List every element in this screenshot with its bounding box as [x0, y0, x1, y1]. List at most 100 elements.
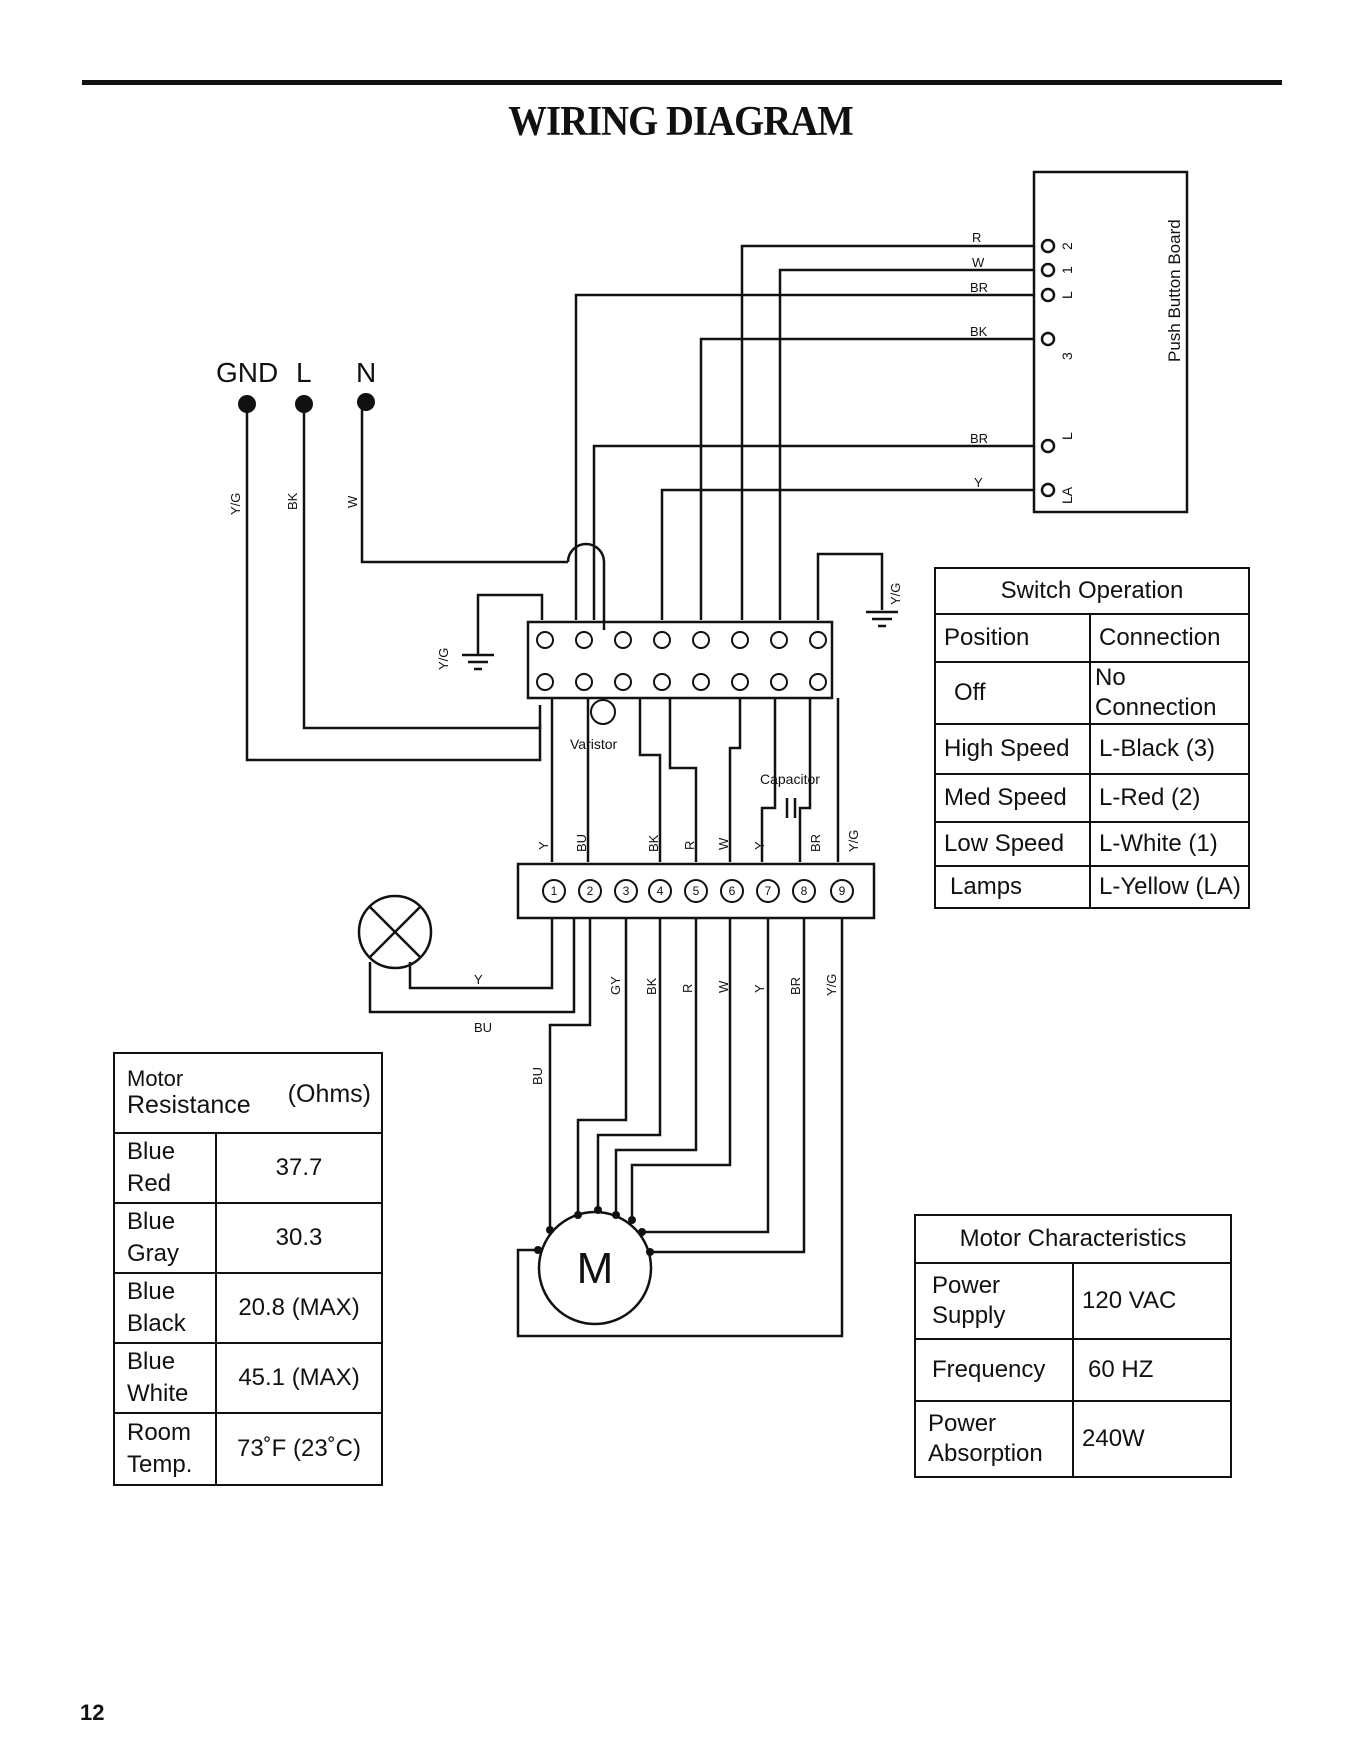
wire-r	[740, 244, 1034, 620]
label-yg-1: Y/G	[228, 493, 243, 515]
pin-4: 4	[657, 884, 664, 898]
wire-y-cap	[760, 698, 777, 862]
label-br-board-2: BR	[970, 431, 988, 446]
l-terminal	[295, 395, 313, 413]
label-r-up: R	[682, 841, 697, 850]
lamp-cross-2	[369, 906, 421, 958]
wire-r-motor	[614, 918, 698, 1215]
label-bk-up: BK	[646, 834, 661, 852]
wire-y-motor	[642, 918, 770, 1234]
resistance-row-1-value: 37.7	[215, 1132, 383, 1204]
wire-gnd	[245, 404, 542, 762]
gnd-terminal	[238, 395, 256, 413]
label-yg-left: Y/G	[436, 648, 451, 670]
pin-3: 3	[623, 884, 630, 898]
motor-resistance-header: Motor Resistance (Ohms)	[113, 1052, 383, 1134]
pin-9: 9	[839, 884, 846, 898]
motor-resistance-title-1: Motor	[127, 1066, 184, 1091]
pin-2: 2	[587, 884, 594, 898]
switch-row-5-position: Lamps	[934, 865, 1091, 909]
mc-row-2-value: 60 HZ	[1072, 1338, 1232, 1402]
switch-row-3-position: Med Speed	[934, 773, 1091, 823]
board-pin-l	[1040, 287, 1056, 303]
board-pin-l2	[1040, 438, 1056, 454]
board-pin-label-1: 1	[1059, 266, 1075, 274]
label-w-down: W	[716, 980, 731, 993]
lamp-symbol	[357, 894, 433, 970]
label-r-down: R	[680, 984, 695, 993]
wire-w-motor	[630, 918, 732, 1220]
motor-label: M	[577, 1244, 614, 1293]
varistor-label: Varistor	[570, 736, 618, 752]
switch-operation-title: Switch Operation	[934, 567, 1250, 615]
resistance-row-4-value: 45.1 (MAX)	[215, 1342, 383, 1414]
board-pin-1	[1040, 262, 1056, 278]
switch-row-3-connection: L-Red (2)	[1089, 773, 1250, 823]
board-pin-label-l: L	[1059, 291, 1075, 299]
label-w-1: W	[345, 495, 360, 508]
label-y-cap: Y	[752, 841, 767, 850]
wire-yg-left	[476, 593, 544, 655]
n-terminal	[357, 393, 375, 411]
wire-br	[592, 444, 1034, 620]
wire-l	[302, 404, 542, 730]
n-label: N	[356, 357, 376, 388]
wire-br-top	[574, 293, 1034, 620]
switch-row-4-connection: L-White (1)	[1089, 821, 1250, 867]
board-pin-label-2: 2	[1059, 242, 1075, 250]
board-pin-label-l2: L	[1059, 432, 1075, 440]
board-pin-la	[1040, 482, 1056, 498]
wire-y	[660, 488, 1034, 620]
board-pin-label-3: 3	[1059, 352, 1075, 360]
label-yg-up: Y/G	[846, 830, 861, 852]
motor-resistance-title-2: Resistance	[127, 1091, 251, 1119]
label-bk-board: BK	[970, 324, 988, 339]
motor-resistance-unit: (Ohms)	[287, 1080, 371, 1108]
wire-n	[360, 402, 568, 564]
label-yg-down: Y/G	[824, 974, 839, 996]
switch-row-2-position: High Speed	[934, 723, 1091, 775]
switch-row-4-position: Low Speed	[934, 821, 1091, 867]
switch-row-1-connection: No Connection	[1089, 661, 1250, 725]
wire-lamp-bu	[368, 918, 576, 1014]
board-pin-3	[1040, 331, 1056, 347]
label-y-down: Y	[752, 984, 767, 993]
label-r-board: R	[972, 230, 981, 245]
pin-8: 8	[801, 884, 808, 898]
pin-5: 5	[693, 884, 700, 898]
l-label: L	[296, 357, 312, 388]
switch-operation-table: Switch Operation Position Connection Off…	[934, 567, 1250, 909]
resistance-row-5-value: 73˚F (23˚C)	[215, 1412, 383, 1486]
label-gy-down: GY	[608, 976, 623, 995]
switch-header-position: Position	[934, 613, 1091, 663]
wire-bu-motor	[548, 918, 592, 1230]
wire-bk-motor	[596, 918, 662, 1210]
mc-row-3-value: 240W	[1072, 1400, 1232, 1478]
switch-row-2-connection: L-Black (3)	[1089, 723, 1250, 775]
switch-header-connection: Connection	[1089, 613, 1250, 663]
board-pin-label-la: LA	[1059, 486, 1075, 504]
gnd-label: GND	[216, 357, 278, 388]
push-button-board	[1032, 170, 1189, 514]
wire-br-motor	[650, 918, 806, 1254]
board-pin-2	[1040, 238, 1056, 254]
wire-yg-motor	[516, 918, 844, 1338]
switch-row-5-connection: L-Yellow (LA)	[1089, 865, 1250, 909]
motor-characteristics-title: Motor Characteristics	[914, 1214, 1232, 1264]
wire-w-lower	[728, 698, 742, 862]
wire-bk	[699, 337, 1034, 620]
wire-br-cap	[798, 698, 812, 862]
label-yg-right: Y/G	[888, 583, 903, 605]
wire-r-lower	[668, 698, 698, 862]
varistor-symbol	[590, 699, 616, 725]
page-number: 12	[80, 1700, 105, 1725]
wire-w	[778, 268, 1034, 620]
label-w-board: W	[972, 255, 985, 270]
label-bk-1: BK	[285, 492, 300, 510]
